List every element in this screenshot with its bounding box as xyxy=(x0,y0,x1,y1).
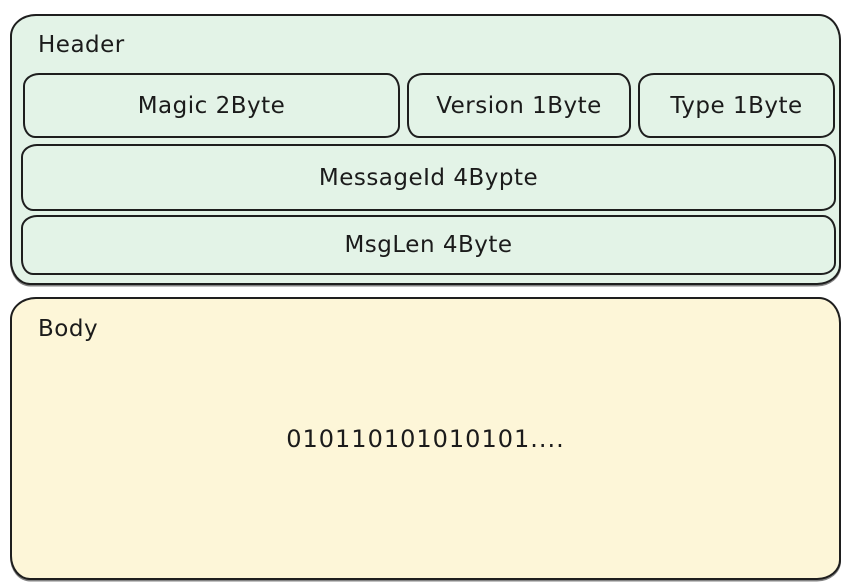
field-label-message-id: MessageId 4Bypte xyxy=(318,164,539,191)
field-label-type: Type 1Byte xyxy=(670,92,803,119)
body-section-label: Body xyxy=(38,316,99,342)
field-box-version: Version 1Byte xyxy=(407,73,631,138)
field-label-msg-len: MsgLen 4Byte xyxy=(344,232,513,258)
field-label-magic: Magic 2Byte xyxy=(137,92,286,119)
field-label-version: Version 1Byte xyxy=(436,92,602,119)
field-box-msg-len: MsgLen 4Byte xyxy=(21,215,836,275)
body-binary-content: 010110101010101.... xyxy=(286,424,565,453)
header-section-box: Header Magic 2Byte Version 1Byte Type 1B… xyxy=(10,14,841,285)
field-box-message-id: MessageId 4Bypte xyxy=(21,144,836,211)
field-box-type: Type 1Byte xyxy=(638,73,835,138)
header-section-label: Header xyxy=(38,32,125,58)
body-section-box: Body 010110101010101.... xyxy=(10,297,841,580)
field-box-magic: Magic 2Byte xyxy=(23,73,400,138)
